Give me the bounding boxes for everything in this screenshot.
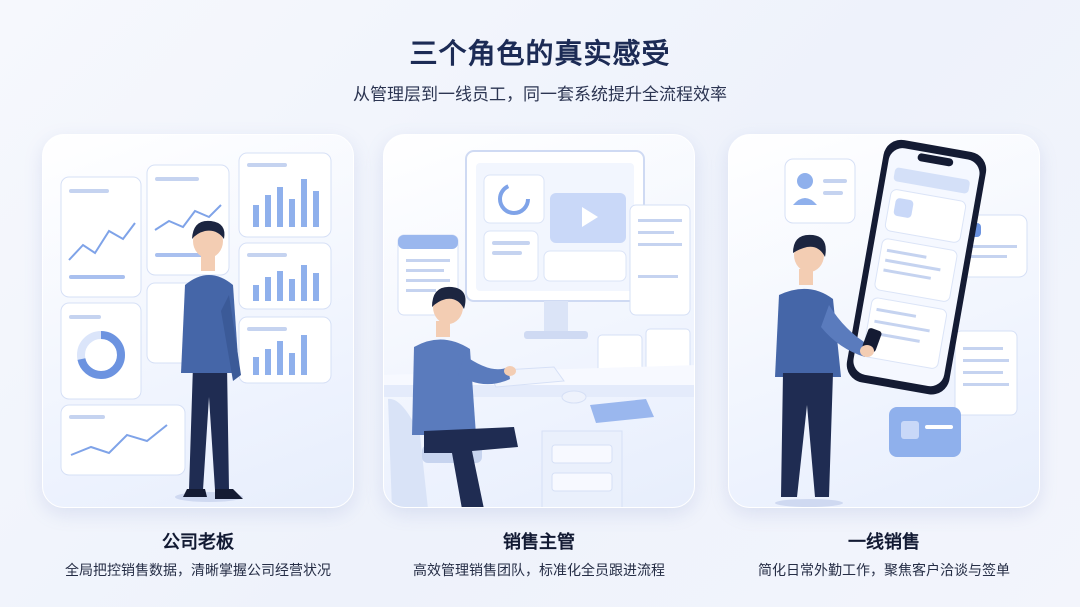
role-card-boss xyxy=(42,134,354,508)
role-card-salesperson xyxy=(728,134,1040,508)
card-desc-salesperson: 简化日常外勤工作，聚焦客户洽谈与签单 xyxy=(758,563,1010,579)
card-desc-boss: 全局把控销售数据，清晰掌握公司经营状况 xyxy=(65,563,331,579)
page-title: 三个角色的真实感受 xyxy=(409,37,671,70)
card-title-boss: 公司老板 xyxy=(162,532,234,553)
boss-dashboard-illustration xyxy=(60,152,332,502)
manager-desk-illustration xyxy=(384,150,694,507)
role-card-manager xyxy=(383,134,695,508)
card-desc-manager: 高效管理销售团队，标准化全员跟进流程 xyxy=(413,563,665,579)
card-title-salesperson: 一线销售 xyxy=(848,532,920,553)
card-title-manager: 销售主管 xyxy=(503,532,575,553)
page-subtitle: 从管理层到一线员工，同一套系统提升全流程效率 xyxy=(353,85,727,105)
salesperson-phone-illustration xyxy=(775,139,1028,507)
